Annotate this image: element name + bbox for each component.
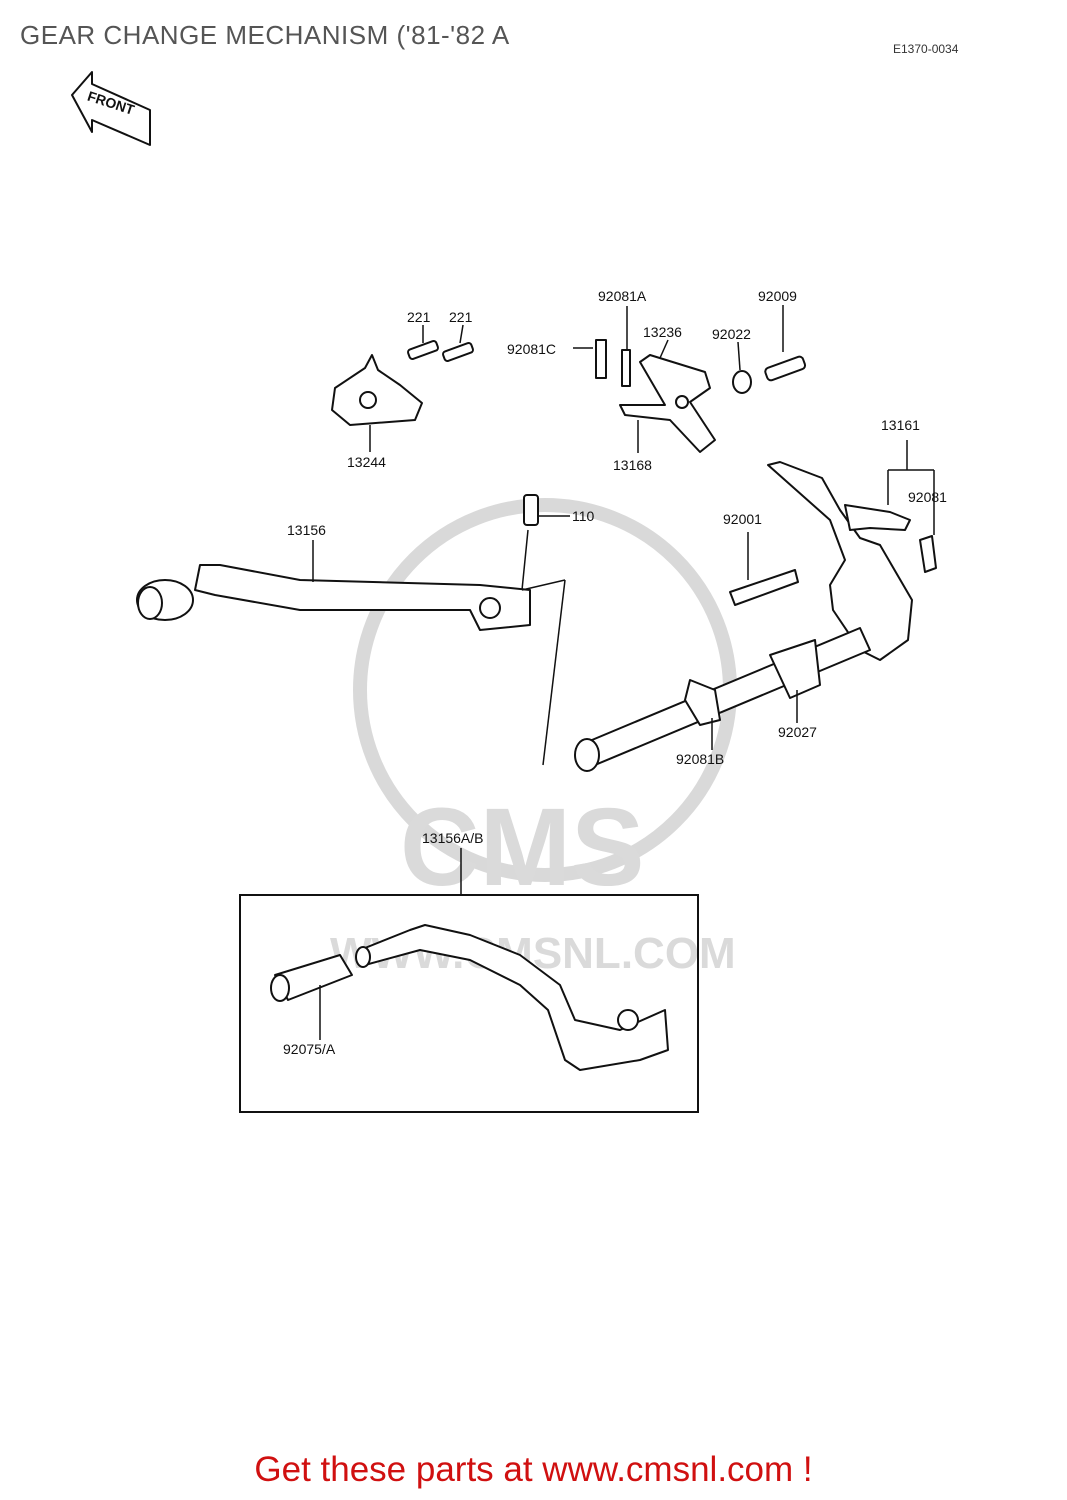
footer-cta[interactable]: Get these parts at www.cmsnl.com ! <box>254 1450 813 1489</box>
shift-plate-13161-icon <box>767 440 937 661</box>
label-13244: 13244 <box>347 454 386 470</box>
label-110: 110 <box>572 508 595 524</box>
watermark-brand: CMS <box>400 786 644 909</box>
label-92001: 92001 <box>723 511 762 527</box>
assembly-line <box>542 579 566 766</box>
label-92081: 92081 <box>908 489 947 505</box>
diagram-reference-code: E1370-0034 <box>893 42 959 56</box>
label-92081b: 92081B <box>676 751 724 767</box>
washer-92022-icon <box>732 341 752 394</box>
label-13156: 13156 <box>287 522 326 538</box>
label-92081c: 92081C <box>507 341 556 357</box>
label-92027: 92027 <box>778 724 817 740</box>
label-92022: 92022 <box>712 326 751 342</box>
label-221-a: 221 <box>407 309 431 325</box>
label-221-b: 221 <box>449 309 473 325</box>
page-title: GEAR CHANGE MECHANISM ('81-'82 A <box>20 20 510 50</box>
bolt-110-icon <box>523 494 570 526</box>
label-92081a: 92081A <box>598 288 647 304</box>
spring-92081c-icon <box>573 339 607 379</box>
label-13161: 13161 <box>881 417 920 433</box>
front-arrow-icon: FRONT <box>71 71 151 146</box>
spring-92081a-icon <box>621 306 631 387</box>
label-92009: 92009 <box>758 288 797 304</box>
watermark: CMS WWW.CMSNL.COM <box>330 498 737 978</box>
inset-box <box>239 848 699 1113</box>
assembly-line <box>521 579 566 591</box>
label-92075a: 92075/A <box>283 1041 336 1057</box>
stud-92001-icon <box>729 532 799 606</box>
plate-13244-icon <box>331 354 423 452</box>
bolt-221-icon <box>407 324 474 362</box>
arm-13236-icon <box>619 339 716 453</box>
label-13168: 13168 <box>613 457 652 473</box>
assembly-line <box>521 529 529 591</box>
label-13236: 13236 <box>643 324 682 340</box>
label-13156ab: 13156A/B <box>422 830 484 846</box>
shift-pedal-13156-icon <box>136 540 531 631</box>
bolt-92009-icon <box>764 305 807 382</box>
shift-shaft-icon <box>574 627 871 772</box>
